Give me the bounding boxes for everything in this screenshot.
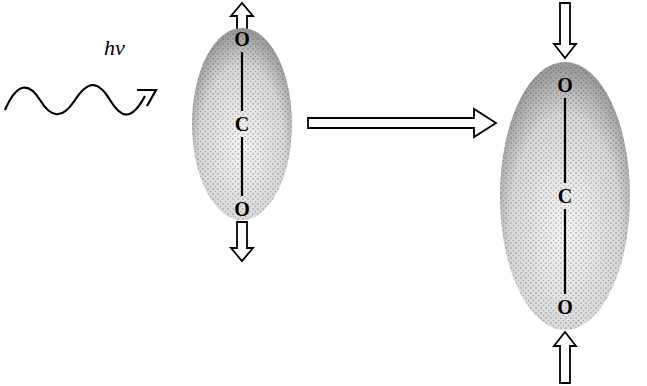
photon-wave	[5, 85, 145, 115]
atom-symbol: C	[233, 113, 251, 135]
bond-line	[241, 137, 243, 196]
stretch-arrow	[231, 222, 253, 261]
cloud-stipple	[500, 62, 630, 330]
atom-symbol: C	[556, 185, 574, 207]
atom-symbol: O	[555, 74, 575, 96]
wave-arrowhead	[137, 90, 156, 106]
bond-line	[564, 209, 566, 294]
compress-arrow	[554, 332, 576, 383]
photon-label: hν	[104, 36, 125, 60]
cloud-shade	[500, 62, 630, 330]
atom-symbol: O	[232, 28, 252, 50]
compress-arrow	[554, 3, 576, 58]
atom-symbol: O	[232, 198, 252, 220]
molecule-cloud: O C O	[500, 62, 630, 330]
molecule-cloud: O C O	[192, 28, 292, 220]
stretch-arrow	[231, 3, 253, 30]
cloud-shade	[192, 28, 292, 220]
bond-line	[241, 52, 243, 111]
cloud-stipple	[192, 28, 292, 220]
reaction-arrow	[308, 109, 496, 137]
atom-symbol: O	[555, 296, 575, 318]
bond-line	[564, 98, 566, 183]
